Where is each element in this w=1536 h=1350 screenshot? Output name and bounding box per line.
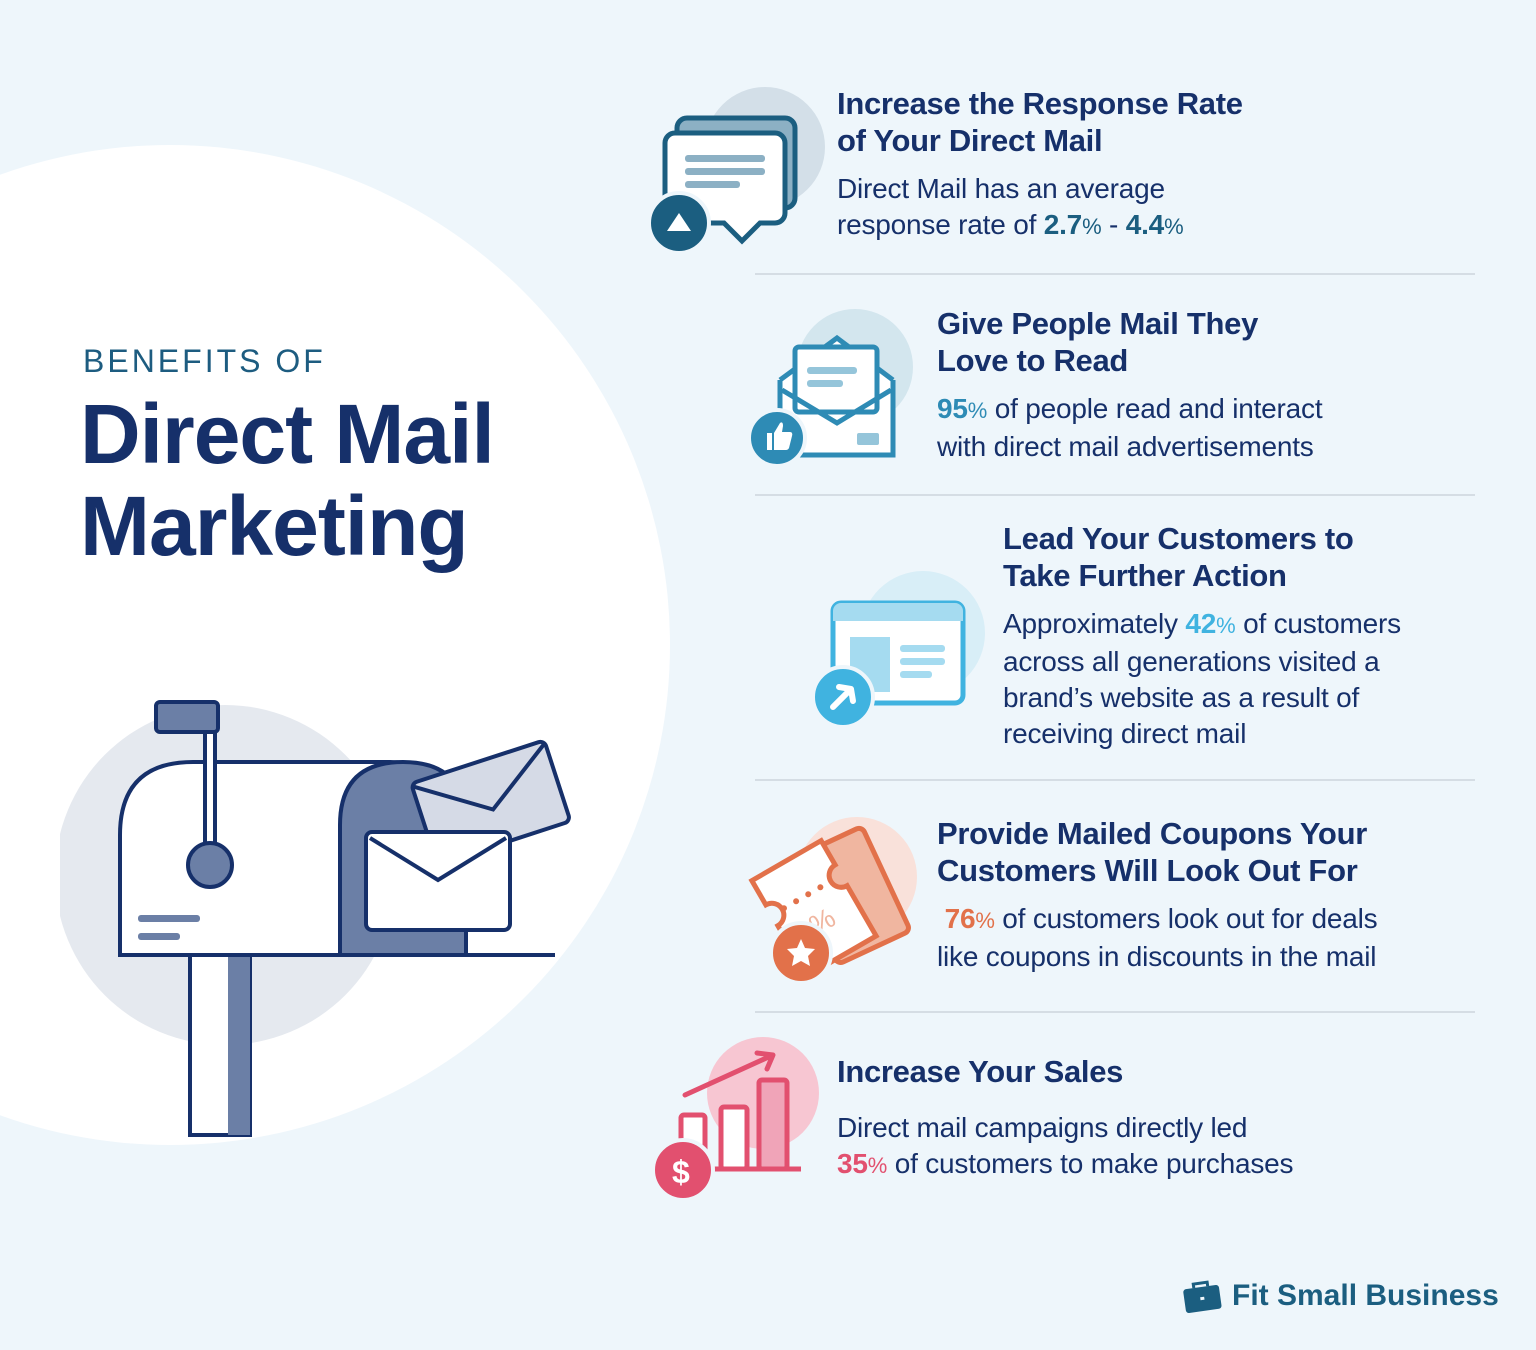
benefit-title: Increase Your Sales [837, 1054, 1124, 1089]
svg-text:$: $ [672, 1154, 690, 1190]
stat-value: 4.4 [1125, 209, 1165, 240]
divider [755, 1011, 1475, 1013]
stat-value: 35 [837, 1148, 868, 1179]
divider [755, 273, 1475, 275]
stat-value: 2.7 [1043, 209, 1083, 240]
coupon-star-icon: % [748, 817, 917, 985]
brand-logo[interactable]: Fit Small Business [1180, 1278, 1499, 1314]
stat-value: 95 [937, 393, 968, 424]
sales-chart-dollar-icon: $ [651, 1037, 819, 1202]
chat-bubbles-up-icon [647, 87, 825, 255]
envelope-thumbs-up-icon [747, 309, 913, 468]
page-title: Direct Mail Marketing [80, 387, 495, 573]
briefcase-icon [1183, 1280, 1222, 1313]
mailbox-illustration [60, 700, 571, 1137]
page-kicker: BENEFITS OF [83, 343, 326, 379]
divider [755, 779, 1475, 781]
stat-value: 42 [1185, 608, 1217, 639]
stat-value: 76 [944, 903, 976, 934]
benefit-sales: $ Increase Your Sales Direct mail campai… [645, 1035, 1505, 1205]
brand-name: Fit Small Business [1232, 1279, 1499, 1312]
divider [755, 494, 1475, 496]
browser-cursor-icon [811, 571, 985, 729]
